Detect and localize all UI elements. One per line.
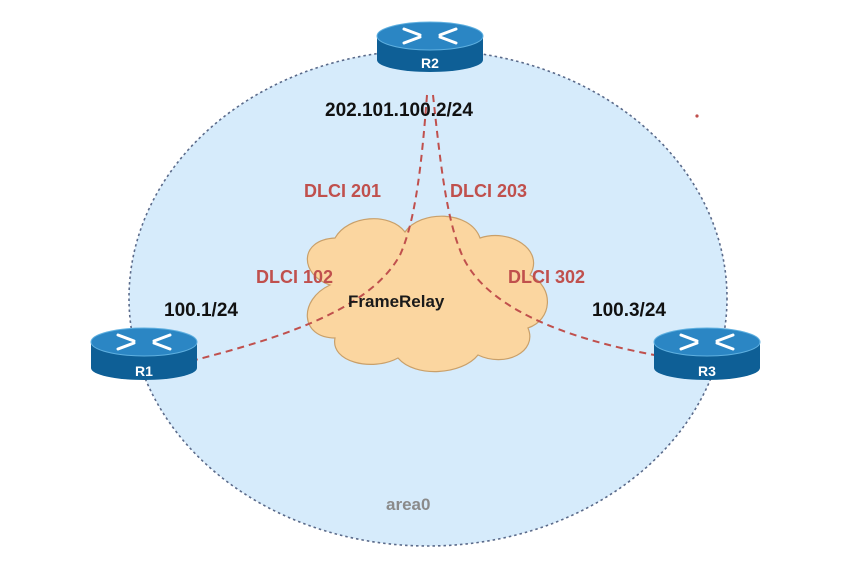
link-r2-r1 bbox=[194, 94, 428, 361]
router-r2[interactable]: R2 bbox=[376, 21, 484, 72]
router-arrows-icon bbox=[402, 27, 458, 45]
router-r3[interactable]: R3 bbox=[653, 327, 761, 380]
r1-ip-label: 100.1/24 bbox=[164, 300, 238, 321]
area-label: area0 bbox=[386, 495, 430, 514]
frame-relay-label: FrameRelay bbox=[348, 292, 445, 311]
router-r1-name: R1 bbox=[135, 363, 153, 379]
router-r1[interactable]: R1 bbox=[90, 327, 198, 380]
dlci-203-label: DLCI 203 bbox=[450, 181, 527, 201]
stray-dot bbox=[695, 114, 699, 118]
dlci-102-label: DLCI 102 bbox=[256, 267, 333, 287]
link-r2-r3 bbox=[432, 94, 661, 357]
router-r2-name: R2 bbox=[421, 55, 439, 71]
router-arrows-icon bbox=[116, 333, 172, 351]
dlci-201-label: DLCI 201 bbox=[304, 181, 381, 201]
frame-relay-cloud bbox=[306, 215, 548, 373]
router-arrows-icon bbox=[679, 333, 735, 351]
dlci-302-label: DLCI 302 bbox=[508, 267, 585, 287]
r3-ip-label: 100.3/24 bbox=[592, 300, 666, 321]
router-r3-name: R3 bbox=[698, 363, 716, 379]
r2-ip-label: 202.101.100.2/24 bbox=[325, 100, 473, 121]
